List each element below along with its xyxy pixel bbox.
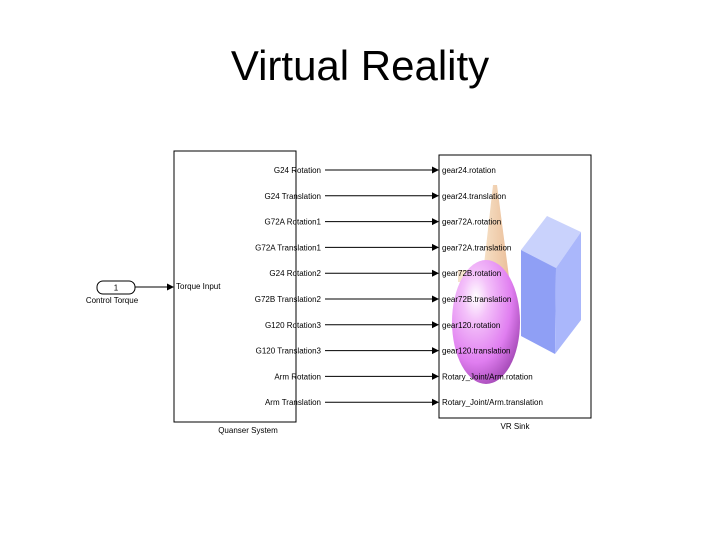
vr-sink-input-port-label: gear72B.rotation bbox=[442, 269, 501, 278]
quanser-output-port-label: G120 Rotation3 bbox=[265, 321, 322, 330]
signal-arrowhead bbox=[432, 243, 439, 251]
signal-line[interactable] bbox=[325, 166, 439, 174]
signal-arrowhead bbox=[432, 269, 439, 277]
signal-line[interactable] bbox=[325, 372, 439, 380]
box-side-face bbox=[555, 232, 581, 354]
signal-arrowhead bbox=[432, 166, 439, 174]
vr-sink-input-port-label: gear24.rotation bbox=[442, 166, 496, 175]
signal-arrowhead bbox=[432, 398, 439, 406]
vr-sink-input-port-label: gear120.translation bbox=[442, 347, 511, 356]
quanser-output-port-label: G24 Rotation2 bbox=[269, 269, 321, 278]
signal-arrowhead bbox=[432, 295, 439, 303]
vr-sink-input-port-label: gear24.translation bbox=[442, 192, 506, 201]
signal-line[interactable] bbox=[325, 321, 439, 329]
torque-signal-line[interactable] bbox=[135, 283, 174, 291]
vr-sink-input-port-label: Rotary_Joint/Arm.rotation bbox=[442, 372, 533, 381]
vr-sink-input-port-label: gear120.rotation bbox=[442, 321, 500, 330]
vr-sink-input-port-label: gear72A.translation bbox=[442, 243, 511, 252]
quanser-output-port-label: G24 Translation bbox=[265, 192, 321, 201]
signal-arrowhead bbox=[432, 347, 439, 355]
vr-sink-input-port-label: Rotary_Joint/Arm.translation bbox=[442, 398, 543, 407]
constant-value: 1 bbox=[114, 284, 119, 293]
signal-arrowhead bbox=[432, 372, 439, 380]
signal-line[interactable] bbox=[325, 295, 439, 303]
control-torque-block[interactable]: 1 Control Torque bbox=[86, 280, 139, 305]
signal-lines bbox=[325, 166, 439, 406]
vr-sink-label: VR Sink bbox=[501, 422, 531, 431]
signal-arrowhead bbox=[432, 192, 439, 200]
quanser-output-port-label: Arm Rotation bbox=[274, 372, 321, 381]
vr-sink-input-port-label: gear72A.rotation bbox=[442, 218, 501, 227]
signal-line[interactable] bbox=[325, 192, 439, 200]
torque-input-port-label: Torque Input bbox=[176, 282, 221, 291]
vr-sink-input-port-label: gear72B.translation bbox=[442, 295, 511, 304]
vr-sink-block[interactable]: gear24.rotation gear24.translation gear72A… bbox=[438, 154, 592, 431]
quanser-output-port-label: G72B Translation2 bbox=[255, 295, 322, 304]
quanser-output-port-label: G24 Rotation bbox=[274, 166, 321, 175]
control-torque-label: Control Torque bbox=[86, 296, 139, 305]
signal-line[interactable] bbox=[325, 398, 439, 406]
quanser-output-port-label: G72A Translation1 bbox=[255, 243, 321, 252]
quanser-output-port-label: G72A Rotation1 bbox=[265, 218, 322, 227]
signal-arrowhead bbox=[432, 321, 439, 329]
vr-scene-preview bbox=[452, 185, 581, 384]
slide-title: Virtual Reality bbox=[230, 42, 490, 89]
ellipsoid-shape bbox=[452, 260, 520, 384]
signal-line[interactable] bbox=[325, 347, 439, 355]
quanser-system-label: Quanser System bbox=[218, 426, 278, 435]
signal-line[interactable] bbox=[325, 269, 439, 277]
signal-line[interactable] bbox=[325, 243, 439, 251]
signal-arrowhead bbox=[432, 218, 439, 226]
quanser-output-port-label: G120 Translation3 bbox=[256, 347, 322, 356]
quanser-output-port-label: Arm Translation bbox=[265, 398, 321, 407]
box-front-face bbox=[521, 250, 556, 354]
signal-line[interactable] bbox=[325, 218, 439, 226]
box-top-face bbox=[521, 216, 581, 268]
